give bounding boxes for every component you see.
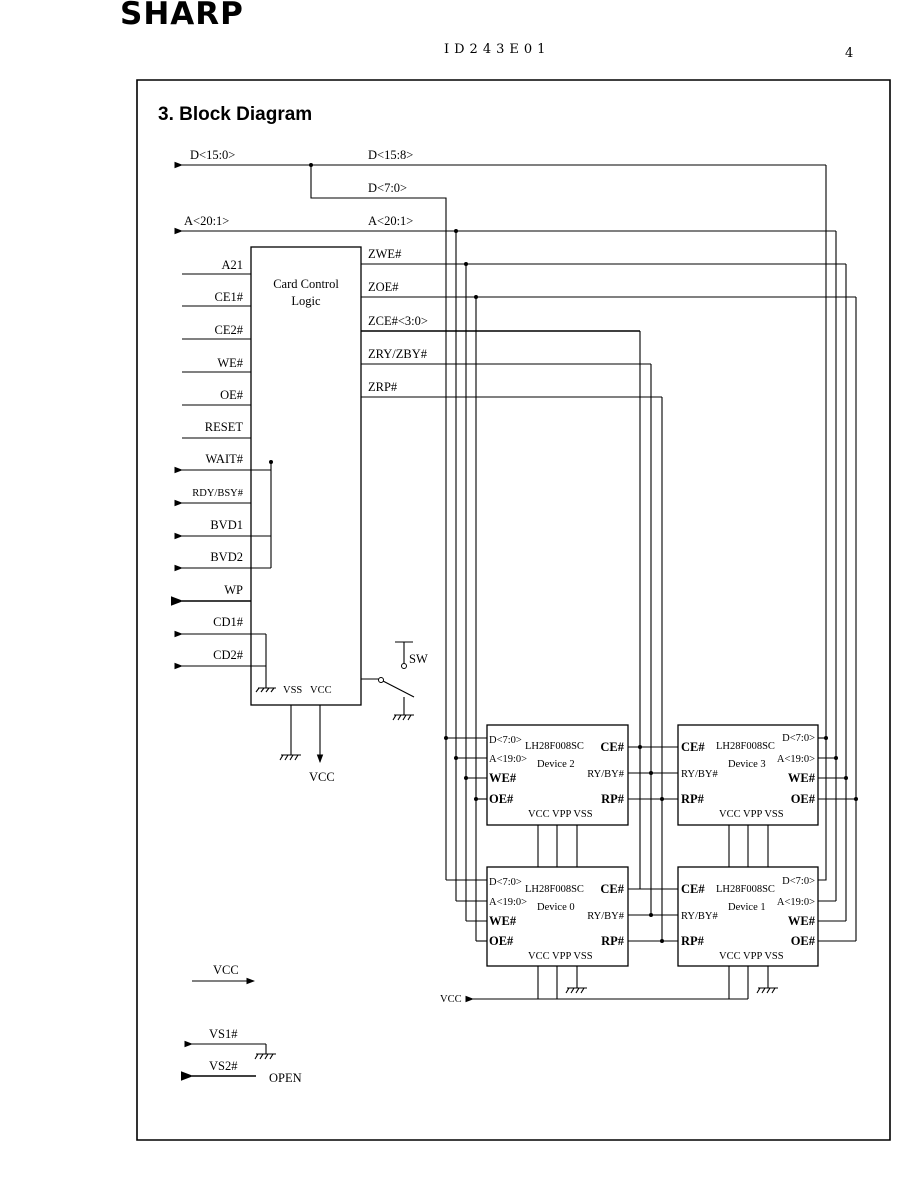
device-power-lines [465,825,778,1003]
device-0-we: WE# [489,914,517,928]
device-3-rp: RP# [681,792,705,806]
device-0: D<7:0> A<19:0> WE# OE# LH28F008SC Device… [486,866,629,967]
device-3-d: D<7:0> [782,733,815,744]
sharp-logo: SHARP [120,0,244,32]
device-2-part: LH28F008SC [525,741,584,752]
switch-sw [361,641,415,721]
card-control-vcc: VCC [310,685,332,696]
device-2-a: A<19:0> [489,754,527,765]
device-1-we: WE# [788,914,816,928]
card-control-logic-block [250,246,362,706]
card-control-title-2: Logic [291,294,321,308]
device-0-a: A<19:0> [489,897,527,908]
bus-d7-0 [310,165,488,881]
switch-label: SW [409,652,428,666]
device-2-ry: RY/BY# [587,769,625,780]
pin-oe: OE# [220,388,244,402]
pin-reset: RESET [205,420,244,434]
bus-label-d15-8: D<15:8> [368,148,413,162]
left-pin-lines [170,273,273,680]
device-2-d: D<7:0> [489,735,522,746]
device-3-name: Device 3 [728,759,766,770]
pin-ce1: CE1# [215,290,244,304]
device-0-oe: OE# [489,934,514,948]
device-1-ry: RY/BY# [681,911,719,922]
vcc-input-label: VCC [213,963,239,977]
device-0-d: D<7:0> [489,877,522,888]
device-2-ce: CE# [600,740,624,754]
pin-bvd2: BVD2 [210,550,243,564]
device-1-oe: OE# [791,934,816,948]
signal-zoe: ZOE# [368,280,399,294]
device-2-power: VCC VPP VSS [528,809,593,820]
device-0-rp: RP# [601,934,625,948]
device-3-a: A<19:0> [777,754,815,765]
bus-a20-1 [174,227,837,902]
device-2-we: WE# [489,771,517,785]
bus-label-a20-1-right: A<20:1> [368,214,413,228]
device-3-ce: CE# [681,740,705,754]
pin-rdy-bsy: RDY/BSY# [192,488,244,499]
card-control-vss: VSS [283,685,302,696]
device-1-name: Device 1 [728,902,766,913]
device-0-power: VCC VPP VSS [528,951,593,962]
device-1-ce: CE# [681,882,705,896]
pin-ce2: CE2# [215,323,244,337]
pin-wait: WAIT# [206,452,244,466]
ground-symbol-vss-internal [255,680,276,693]
device-1-part: LH28F008SC [716,884,775,895]
bus-label-d7-0: D<7:0> [368,181,407,195]
pin-we: WE# [217,356,243,370]
device-3-we: WE# [788,771,816,785]
device-0-name: Device 0 [537,902,575,913]
vs2-label: VS2# [209,1059,238,1073]
vcc-label-card: VCC [309,770,335,784]
doc-id: ID243E01 [444,42,550,57]
device-3-oe: OE# [791,792,816,806]
card-control-title-1: Card Control [273,277,339,291]
section-title: 3. Block Diagram [158,104,312,125]
pin-wp: WP [224,583,243,597]
page-number: 4 [845,46,853,61]
signal-zry-zby: ZRY/ZBY# [368,347,428,361]
signal-zwe: ZWE# [368,247,402,261]
device-1-power: VCC VPP VSS [719,951,784,962]
open-label: OPEN [269,1071,302,1085]
device-1: D<7:0> A<19:0> WE# OE# LH28F008SC Device… [677,866,819,967]
device-0-ry: RY/BY# [587,911,625,922]
device-3-ry: RY/BY# [681,769,719,780]
pin-cd2: CD2# [213,648,244,662]
device-1-d: D<7:0> [782,876,815,887]
vs1-label: VS1# [209,1027,238,1041]
device-0-part: LH28F008SC [525,884,584,895]
pin-a21: A21 [221,258,243,272]
signal-zrp: ZRP# [368,380,398,394]
device-3: D<7:0> A<19:0> WE# OE# LH28F008SC Device… [677,724,819,826]
device-1-a: A<19:0> [777,897,815,908]
device-2-name: Device 2 [537,759,575,770]
device-2: D<7:0> A<19:0> WE# OE# LH28F008SC Device… [486,724,629,826]
bus-label-d15-0: D<15:0> [190,148,235,162]
vs1-line [184,1040,276,1060]
card-control-ground [279,705,301,761]
vcc-bus-label: VCC [440,994,462,1005]
bus-label-a20-1-left: A<20:1> [184,214,229,228]
page-frame [136,79,891,1141]
device-2-oe: OE# [489,792,514,806]
pin-bvd1: BVD1 [210,518,243,532]
control-signal-lines [361,262,858,943]
device-3-power: VCC VPP VSS [719,809,784,820]
device-3-part: LH28F008SC [716,741,775,752]
pin-cd1: CD1# [213,615,244,629]
device-1-rp: RP# [681,934,705,948]
device-2-rp: RP# [601,792,625,806]
device-0-ce: CE# [600,882,624,896]
signal-zce: ZCE#<3:0> [368,314,428,328]
